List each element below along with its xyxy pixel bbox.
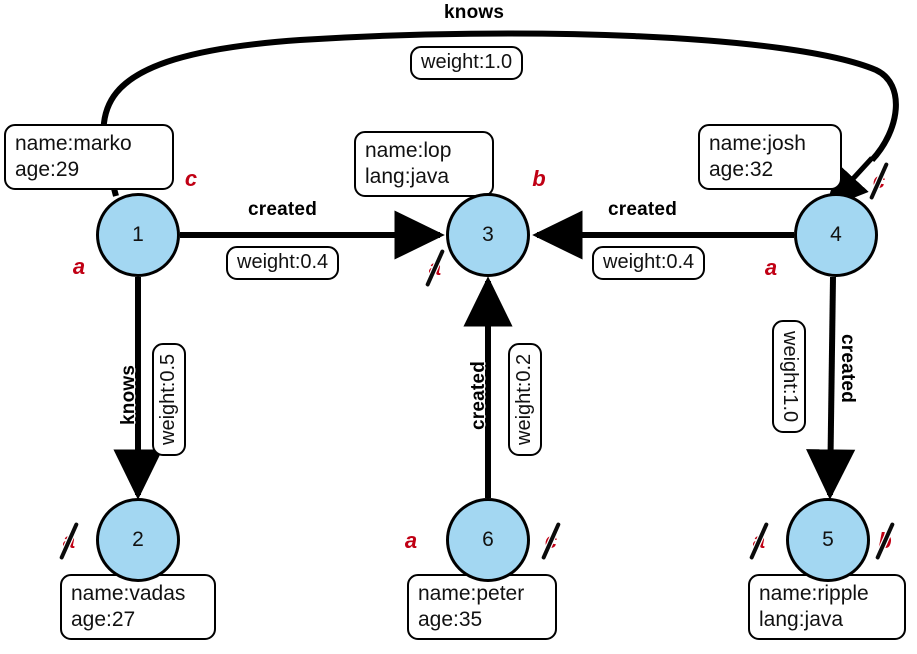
mark-letter: a (72, 254, 86, 279)
edge-weight-created-6-3: weight:0.2 (508, 342, 542, 456)
node-mark-1-a: a (68, 254, 90, 280)
node-mark-3-a: a (424, 248, 446, 288)
node-label: 1 (132, 223, 144, 246)
edge-label-created-4-3: created (608, 199, 677, 220)
graph-node-5[interactable]: 5 (786, 498, 870, 582)
property-line: name:marko (15, 132, 132, 155)
node-mark-5-a: a (748, 521, 770, 561)
node-properties-ripple: name:ripple lang:java (748, 574, 906, 641)
node-mark-1-c: c (180, 166, 202, 192)
node-label: 2 (132, 528, 144, 551)
edge-weight-knows-top: weight:1.0 (410, 46, 524, 80)
node-label: 3 (482, 223, 494, 246)
node-properties-lop: name:lop lang:java (354, 131, 494, 198)
node-mark-6-a: a (400, 528, 422, 554)
edge-label-created-1-3: created (248, 199, 317, 220)
edge-label-knows-top: knows (444, 2, 505, 23)
property-line: name:vadas (71, 582, 186, 605)
mark-letter: b (532, 166, 546, 191)
node-properties-peter: name:peter age:35 (407, 574, 557, 641)
edge-label-created-4-5: created (837, 334, 858, 403)
node-mark-4-c: c (868, 161, 890, 201)
property-line: name:josh (709, 132, 806, 155)
node-mark-3-b: b (528, 166, 550, 192)
graph-node-6[interactable]: 6 (446, 498, 530, 582)
property-line: name:lop (365, 139, 452, 162)
edge-label-knows-1-2: knows (118, 364, 139, 425)
graph-node-4[interactable]: 4 (794, 193, 878, 277)
edge-weight-knows-1-2: weight:0.5 (152, 342, 186, 456)
node-mark-4-a: a (760, 255, 782, 281)
edge-4-5-created (806, 276, 856, 500)
edge-weight-created-4-5: weight:1.0 (772, 320, 806, 434)
node-label: 5 (822, 528, 834, 551)
property-line: age:27 (71, 607, 136, 631)
node-mark-2-a: a (58, 521, 80, 561)
node-properties-josh: name:josh age:32 (698, 124, 842, 191)
mark-letter: a (764, 255, 778, 280)
node-mark-6-c: c (540, 521, 562, 561)
property-line: name:peter (418, 582, 525, 605)
graph-node-1[interactable]: 1 (96, 193, 180, 277)
mark-letter: c (184, 166, 198, 191)
property-line: age:35 (418, 607, 483, 631)
edge-label-created-6-3: created (468, 361, 489, 430)
node-properties-vadas: name:vadas age:27 (60, 574, 216, 641)
property-line: lang:java (365, 164, 450, 188)
node-properties-marko: name:marko age:29 (4, 124, 174, 191)
mark-letter: a (404, 528, 418, 553)
edge-1-4-knows (100, 30, 899, 197)
edge-weight-created-4-3: weight:0.4 (592, 246, 706, 280)
property-line: name:ripple (759, 582, 869, 605)
property-line: age:29 (15, 157, 80, 181)
property-line: age:32 (709, 157, 774, 181)
node-label: 6 (482, 528, 494, 551)
graph-node-2[interactable]: 2 (96, 498, 180, 582)
graph-node-3[interactable]: 3 (446, 193, 530, 277)
node-label: 4 (830, 223, 842, 246)
node-mark-5-b: b (874, 521, 896, 561)
property-line: lang:java (759, 607, 844, 631)
edge-weight-created-1-3: weight:0.4 (226, 246, 340, 280)
